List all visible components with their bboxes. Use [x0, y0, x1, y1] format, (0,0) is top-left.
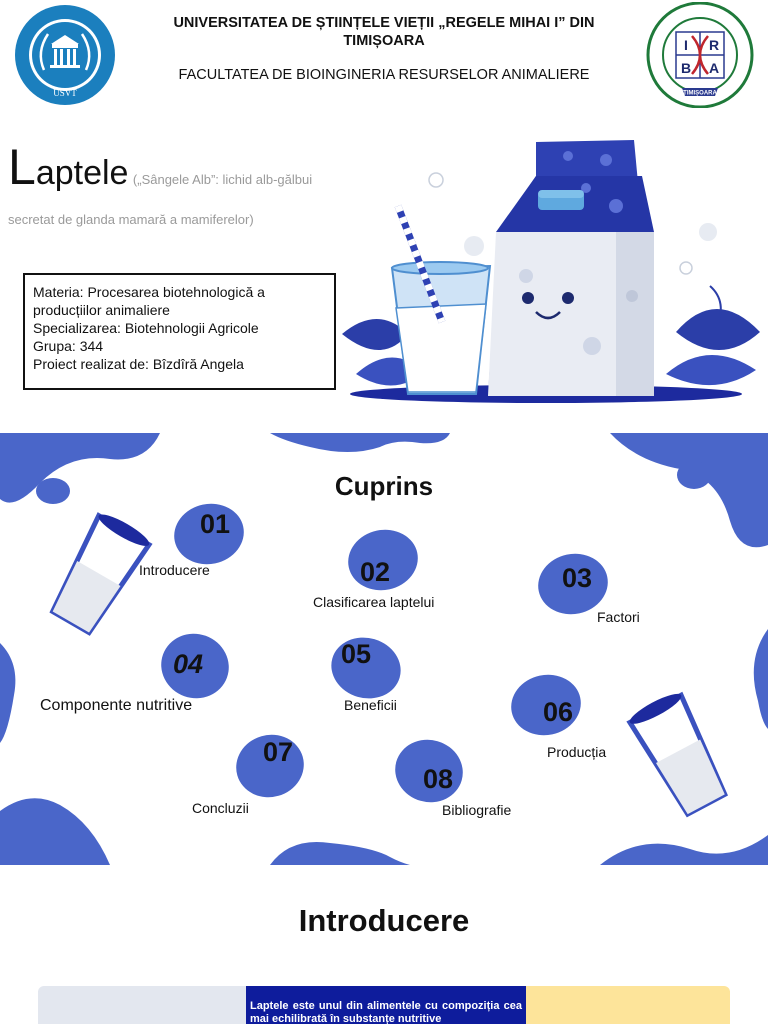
university-name: UNIVERSITATEA DE ȘTIINȚELE VIEȚII „REGEL…	[173, 15, 595, 49]
toc-number-02: 02	[359, 557, 391, 587]
hero-title-initial: L	[8, 139, 36, 195]
info-group: Grupa: 344	[33, 338, 104, 354]
toc-item-clasificarea[interactable]: Clasificarea laptelui	[313, 594, 435, 610]
intro-panel-left	[38, 986, 246, 1024]
irba-letter-i: I	[684, 37, 688, 53]
cuprins-section: Cuprins 01 Introducere 02 Clasificarea l…	[0, 433, 768, 865]
cuprins-title: Cuprins	[334, 471, 434, 501]
hero-title: Laptele („Sângele Alb”: lichid alb-gălbu…	[8, 142, 368, 193]
toc-item-introducere[interactable]: Introducere	[139, 562, 210, 578]
info-author: Proiect realizat de: Bîzdîră Angela	[33, 356, 244, 372]
toc-number-07: 07	[262, 737, 294, 767]
toc-item-productia[interactable]: Producția	[547, 744, 607, 760]
intro-text-panel: Laptele este unul din alimentele cu comp…	[246, 986, 526, 1024]
toc-number-04: 04	[172, 649, 204, 679]
hero-title-rest: aptele	[35, 154, 129, 192]
toc-item-beneficii[interactable]: Beneficii	[344, 697, 397, 713]
usvt-logo-text: USVT	[53, 88, 77, 98]
irba-letter-a: A	[709, 60, 719, 76]
info-course: Materia: Procesarea biotehnologică a pro…	[33, 284, 265, 318]
irba-letter-r: R	[709, 37, 719, 53]
toc-item-componente[interactable]: Componente nutritive	[40, 697, 193, 714]
intro-panel-right	[526, 986, 730, 1024]
toc-item-bibliografie[interactable]: Bibliografie	[442, 802, 512, 818]
irba-letter-b: B	[681, 60, 691, 76]
usvt-logo: USVT	[15, 5, 115, 105]
milk-carton-illustration	[342, 140, 760, 403]
toc-item-concluzii[interactable]: Concluzii	[192, 800, 249, 816]
toc-number-08: 08	[422, 764, 454, 794]
info-specialization: Specializarea: Biotehnologii Agricole	[33, 320, 259, 336]
toc-item-factori[interactable]: Factori	[597, 609, 640, 625]
toc-number-06: 06	[542, 697, 574, 727]
toc-number-05: 05	[340, 639, 372, 669]
introducere-title: Introducere	[298, 903, 470, 938]
toc-number-03: 03	[561, 563, 593, 593]
hero-subtitle-part2: secretat de glanda mamară a mamiferelor)	[8, 212, 254, 227]
project-info-box: Materia: Procesarea biotehnologică a pro…	[23, 273, 336, 390]
cuprins-background	[0, 433, 768, 865]
hero-subtitle-part1: („Sângele Alb”: lichid alb-gălbui	[132, 172, 313, 187]
irba-logo-text: TIMIȘOARA	[683, 91, 717, 97]
irba-logo: I R B A TIMIȘOARA	[646, 2, 754, 108]
faculty-name: FACULTATEA DE BIOINGINERIA RESURSELOR AN…	[178, 67, 590, 83]
toc-number-01: 01	[199, 509, 231, 539]
